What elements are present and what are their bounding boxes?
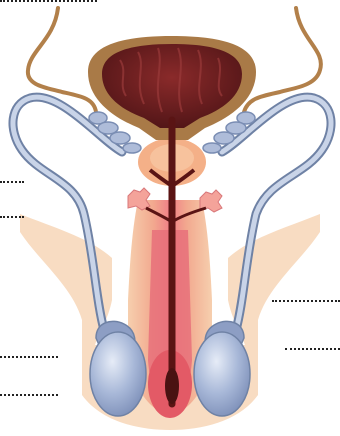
label-leader-left-1 [0,181,24,183]
label-leader-left-2 [0,216,24,218]
urethral-opening [165,368,179,404]
label-leader-top [0,0,97,2]
testis-right [194,332,250,416]
label-leader-right-2 [285,348,340,350]
label-leader-left-4 [0,394,58,396]
testis-left [90,332,146,416]
label-leader-right-1 [272,300,340,302]
label-leader-left-3 [0,356,58,358]
